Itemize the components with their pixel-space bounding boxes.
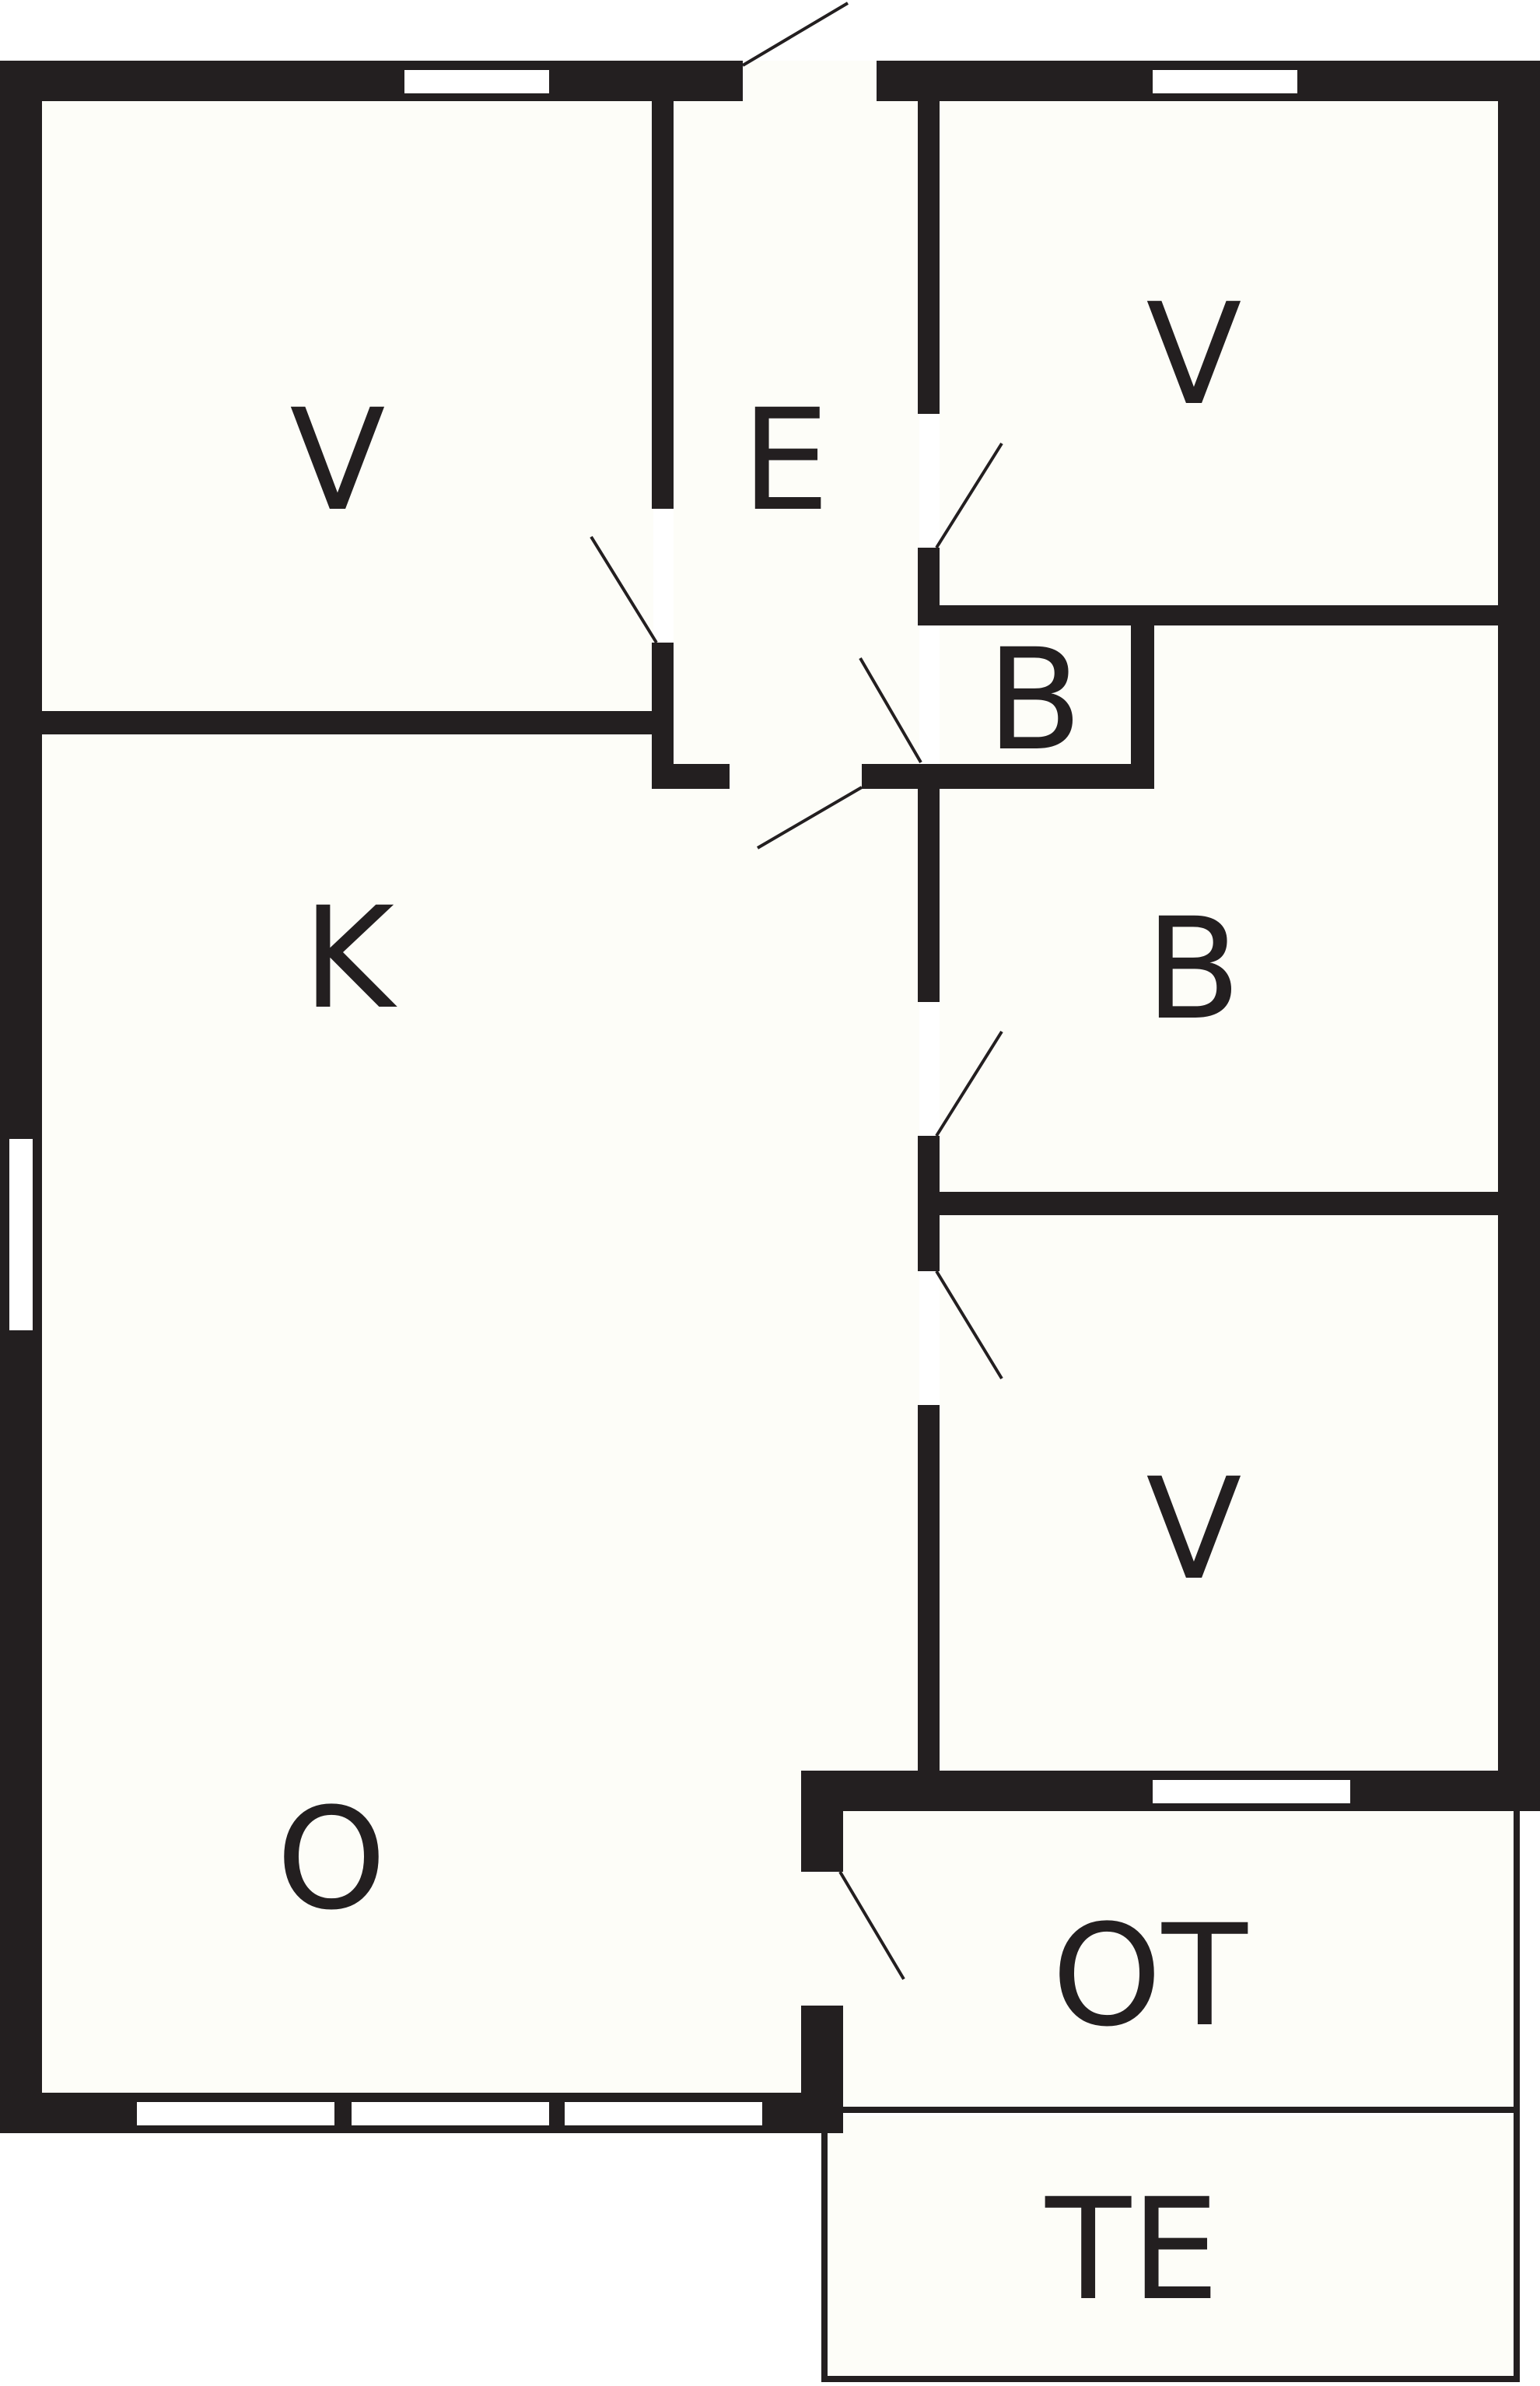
wall-central-5 (918, 1405, 940, 1771)
room-label-b-small: B (986, 619, 1083, 782)
window-top-left (404, 70, 549, 93)
wall-central-3 (918, 764, 940, 1002)
floor-b-large-2 (1154, 625, 1498, 804)
room-label-e: E (741, 380, 830, 542)
door-v-top-left (590, 535, 658, 644)
door-entry (741, 2, 849, 67)
floor-b-small (940, 625, 1131, 764)
window-left (9, 1139, 33, 1330)
door-v-top-right (935, 442, 1003, 549)
wall-hall-left-upper (652, 101, 674, 509)
room-label-o: O (276, 1778, 387, 1941)
doors (590, 2, 1003, 1981)
window-v-bottom-right (1153, 1780, 1350, 1803)
door-v-bottom-right (935, 1270, 1003, 1380)
door-k (756, 786, 863, 850)
wall-v-k-divider (42, 711, 653, 734)
floor-ot (843, 1811, 1517, 2108)
floor-v-top-left (42, 101, 653, 711)
room-label-ot: OT (1052, 1895, 1248, 2058)
window-top-right (1153, 70, 1297, 93)
balcony-outlines (821, 1811, 1520, 2382)
wall-hall-bottom-right (862, 764, 1154, 789)
floor-v-bottom-right (940, 1215, 1498, 1771)
wall-central-1 (918, 101, 940, 414)
window-bottom-2 (352, 2102, 549, 2125)
door-ot (838, 1870, 905, 1981)
floor-te (826, 2116, 1520, 2376)
floor-k-o (42, 734, 919, 2093)
wall-v-b-divider (918, 605, 1498, 625)
exterior-walls (0, 61, 1540, 2133)
window-bottom-3 (565, 2102, 762, 2125)
wall-hall-bottom-left (652, 764, 730, 789)
wall-balcony-left-lower (801, 2006, 843, 2133)
door-b-large (935, 1030, 1003, 1137)
floor-b-large (940, 787, 1498, 1192)
room-label-k: K (303, 878, 397, 1040)
floors (42, 61, 1520, 2376)
wall-top-left (0, 61, 743, 101)
room-label-v-top-left: V (289, 380, 385, 542)
room-label-v-bottom-right: V (1146, 1449, 1241, 1611)
room-label-v-top-right: V (1146, 274, 1241, 436)
wall-right (1498, 61, 1540, 1811)
interior-walls (42, 101, 1498, 1771)
floor-hall (674, 101, 919, 764)
floor-entry (743, 61, 877, 103)
room-label-b-large: B (1145, 888, 1241, 1051)
room-labels: V E V B K B V O OT TE (276, 274, 1248, 2332)
windows (9, 70, 1350, 2125)
floor-v-top-right (940, 101, 1498, 605)
door-b-small (859, 657, 922, 764)
room-label-te: TE (1045, 2169, 1220, 2332)
window-bottom-1 (137, 2102, 334, 2125)
wall-balcony-left-upper (801, 1771, 843, 1872)
wall-b-small-right (1131, 625, 1154, 789)
wall-left (0, 61, 42, 2133)
wall-b-v-divider (940, 1192, 1498, 1215)
wall-central-4 (918, 1136, 940, 1271)
